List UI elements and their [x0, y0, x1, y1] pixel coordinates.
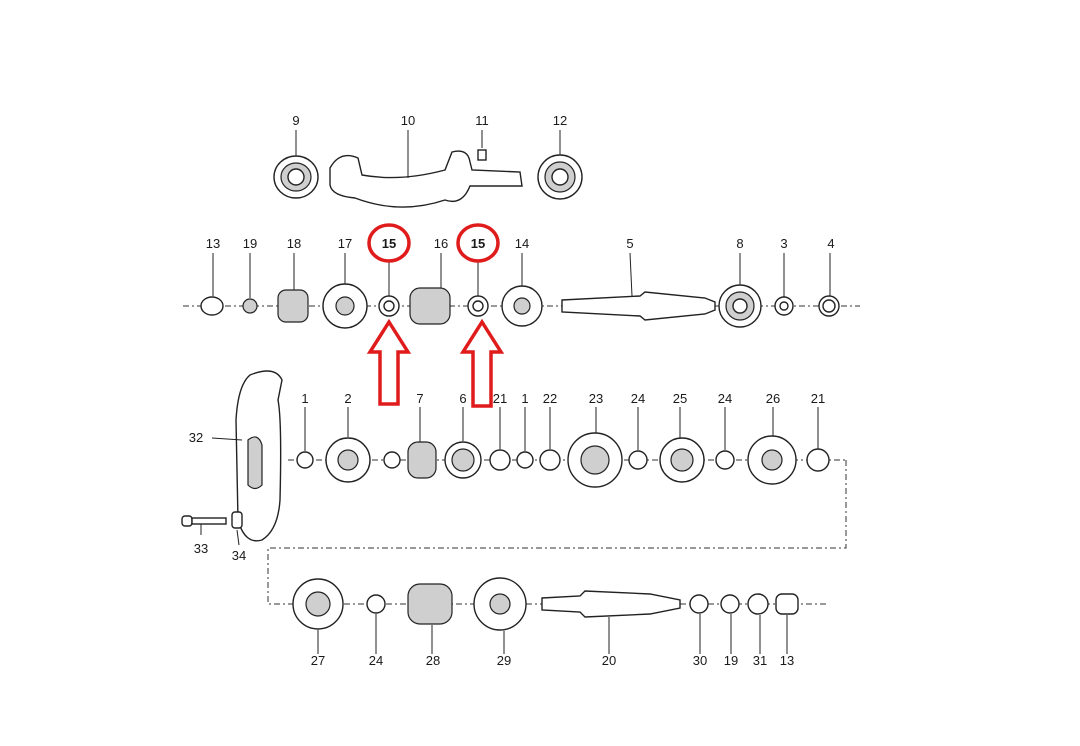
label-21-second: 21 [811, 391, 825, 406]
part-10-shift-fork [329, 130, 523, 208]
label-10: 10 [401, 113, 415, 128]
label-33: 33 [194, 541, 208, 556]
label-2: 2 [344, 391, 351, 406]
label-19: 19 [243, 236, 257, 251]
label-15-first: 15 [382, 236, 396, 251]
label-15-second: 15 [471, 236, 485, 251]
label-13: 13 [780, 653, 794, 668]
part-11-pin [477, 130, 487, 161]
row2-parts [200, 283, 840, 329]
label-25: 25 [673, 391, 687, 406]
up-arrow-icon [366, 318, 412, 406]
highlight-circle-15-second [456, 223, 500, 263]
label-18: 18 [287, 236, 301, 251]
label-20: 20 [602, 653, 616, 668]
label-24-second: 24 [718, 391, 732, 406]
label-16: 16 [434, 236, 448, 251]
label-4: 4 [827, 236, 834, 251]
label-1-second: 1 [521, 391, 528, 406]
label-29: 29 [497, 653, 511, 668]
label-7: 7 [416, 391, 423, 406]
label-8: 8 [736, 236, 743, 251]
label-1-first: 1 [301, 391, 308, 406]
row3-leaders [304, 407, 819, 451]
highlight-circle-15-first [367, 223, 411, 263]
label-9: 9 [292, 113, 299, 128]
part-9-bearing [273, 130, 319, 199]
label-12: 12 [553, 113, 567, 128]
label-6: 6 [459, 391, 466, 406]
label-30: 30 [693, 653, 707, 668]
label-26: 26 [766, 391, 780, 406]
connector-axis [267, 460, 847, 605]
label-22: 22 [543, 391, 557, 406]
label-21-first: 21 [493, 391, 507, 406]
label-34: 34 [232, 548, 246, 563]
label-31: 31 [753, 653, 767, 668]
part-12-bearing [537, 130, 583, 200]
label-17: 17 [338, 236, 352, 251]
label-13: 13 [206, 236, 220, 251]
part-34-washer [231, 511, 243, 546]
label-19: 19 [724, 653, 738, 668]
row2-leaders [212, 252, 831, 298]
label-23: 23 [589, 391, 603, 406]
part-33-bolt [181, 515, 227, 535]
label-24-first: 24 [631, 391, 645, 406]
label-14: 14 [515, 236, 529, 251]
label-24: 24 [369, 653, 383, 668]
label-27: 27 [311, 653, 325, 668]
part-32-cover [211, 370, 283, 542]
label-11: 11 [475, 113, 489, 128]
label-28: 28 [426, 653, 440, 668]
row4-parts [292, 577, 799, 631]
label-3: 3 [780, 236, 787, 251]
row4-leaders [317, 614, 788, 654]
label-5: 5 [626, 236, 633, 251]
row3-parts [296, 432, 830, 488]
up-arrow-icon [459, 318, 505, 408]
label-32: 32 [189, 430, 203, 445]
